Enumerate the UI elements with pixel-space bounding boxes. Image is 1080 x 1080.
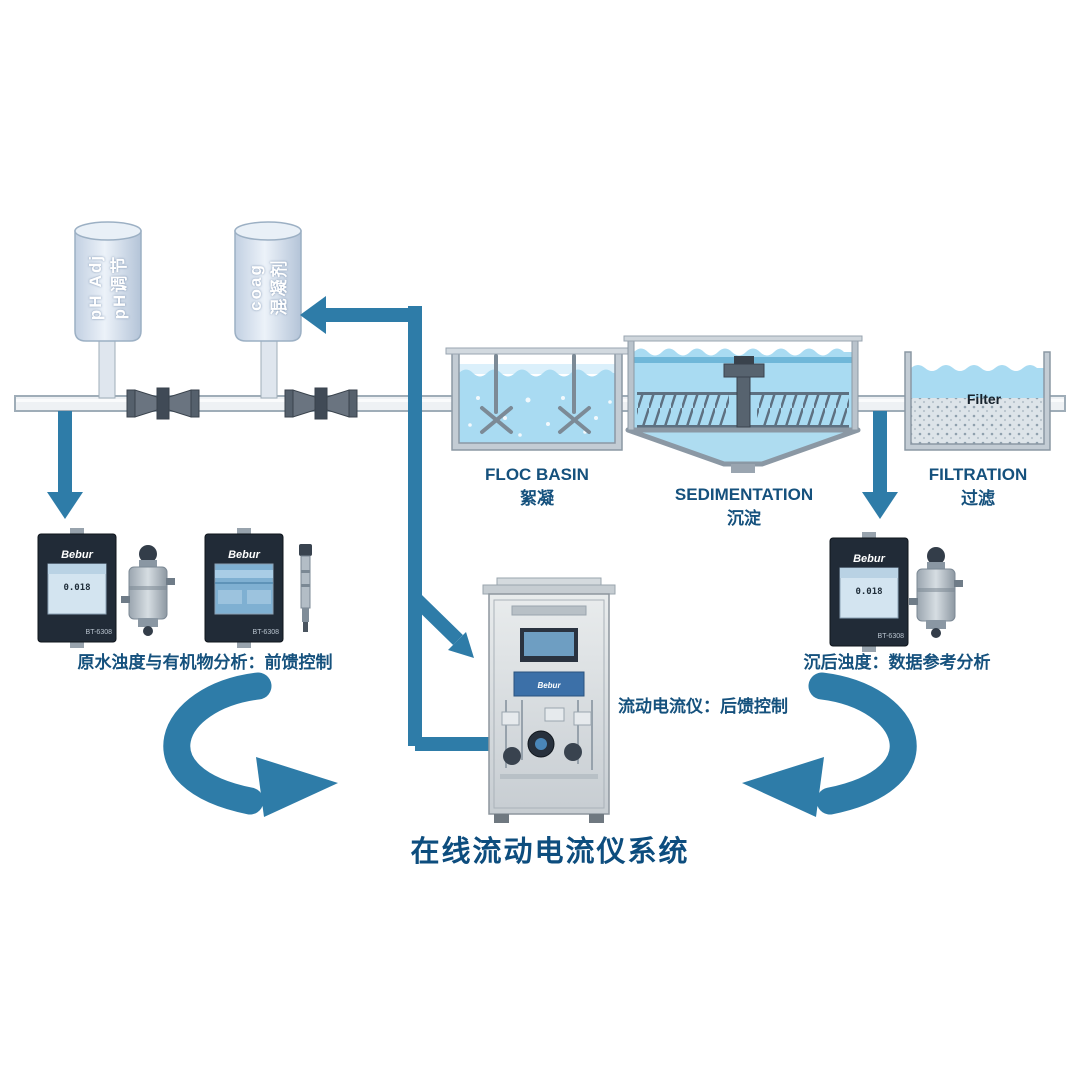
- ph-tank-label-en: pH Adj: [86, 253, 105, 321]
- coag-tank: [234, 221, 302, 342]
- floc-basin: [445, 347, 629, 451]
- controller-2-brand: Bebur: [228, 549, 261, 561]
- settled-caption: 沉后浊度：数据参考分析: [803, 653, 991, 672]
- coag-tank-label-en: coag: [246, 263, 265, 311]
- sca-caption: 流动电流仪：后馈控制: [618, 697, 788, 716]
- sensor-2: [909, 547, 963, 638]
- filter-media-label: Filter: [966, 391, 1002, 407]
- filtration-label-zh: 过滤: [961, 489, 995, 509]
- coag-tank-stem: [260, 337, 278, 399]
- valve-assembly-2: [284, 387, 358, 420]
- controller-3: Bebur 0.018 BT-6308: [829, 532, 909, 652]
- filtration-label-en: FILTRATION: [928, 465, 1028, 484]
- ph-tank: [74, 221, 142, 342]
- sensor-1: [121, 545, 175, 636]
- sedimentation-label-zh: 沉淀: [727, 509, 761, 529]
- swoosh-arrow-left: [163, 672, 338, 817]
- swoosh-arrow-right: [742, 672, 917, 817]
- ph-tank-stem: [98, 337, 116, 399]
- down-arrow-right: [862, 411, 898, 519]
- ph-tank-label-zh: pH调节: [110, 254, 129, 320]
- down-arrow-left: [47, 411, 83, 519]
- sedimentation-tank: [623, 335, 863, 473]
- sedimentation-label: SEDIMENTATION 沉淀: [634, 484, 854, 530]
- controller-3-brand: Bebur: [853, 553, 886, 565]
- controller-3-reading: 0.018: [855, 587, 882, 597]
- raw-water-caption: 原水浊度与有机物分析：前馈控制: [77, 653, 333, 672]
- floc-mixer-1: [480, 354, 513, 434]
- controller-1-model: BT-6308: [86, 629, 113, 636]
- coag-tank-label-zh: 混凝剂: [270, 258, 289, 316]
- ph-tank-label: pH Adj pH调节: [84, 232, 132, 342]
- floc-mixer-2: [558, 354, 591, 434]
- sample-arrows: [47, 296, 917, 817]
- controller-1-brand: Bebur: [61, 549, 94, 561]
- coag-dosing-line: [300, 296, 489, 751]
- coag-tank-label: coag 混凝剂: [244, 232, 292, 342]
- controller-1: Bebur 0.018 BT-6308: [37, 528, 117, 648]
- floc-basin-label-zh: 絮凝: [520, 489, 554, 509]
- controller-2-model: BT-6308: [253, 629, 280, 636]
- probe: [299, 544, 312, 632]
- controller-1-reading: 0.018: [63, 583, 90, 593]
- sca-cabinet: Bebur: [482, 577, 616, 823]
- cabinet-analyzer-brand: Bebur: [537, 681, 561, 690]
- controller-3-model: BT-6308: [878, 633, 905, 640]
- floc-basin-label-en: FLOC BASIN: [485, 465, 589, 484]
- filtration-tank: [904, 351, 1051, 451]
- controller-2: Bebur BT-6308: [204, 528, 284, 648]
- sedimentation-label-en: SEDIMENTATION: [674, 485, 814, 504]
- filtration-label: FILTRATION 过滤: [878, 464, 1078, 510]
- floc-basin-label: FLOC BASIN 絮凝: [437, 464, 637, 510]
- valve-assembly-1: [126, 387, 200, 420]
- page-title: 在线流动电流仪系统: [410, 836, 690, 868]
